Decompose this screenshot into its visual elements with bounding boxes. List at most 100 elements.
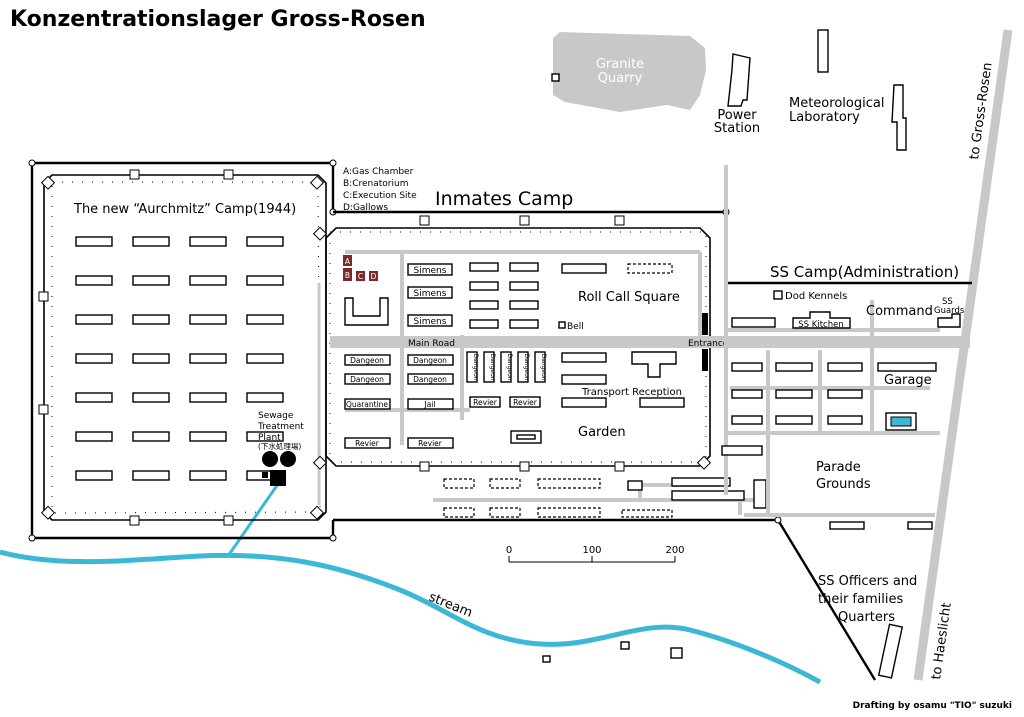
dangeon-vertical-building bbox=[500, 351, 512, 383]
tower-building bbox=[817, 29, 829, 73]
inmates-camp-south-wall bbox=[333, 518, 877, 681]
legend-item-b: B:Crenatorium bbox=[343, 179, 408, 189]
legend-item-c: C:Execution Site bbox=[343, 191, 417, 201]
meteo-label-2: Laboratory bbox=[789, 110, 860, 125]
to-haeslicht-label: to Haeslicht bbox=[929, 602, 955, 681]
simens-buildings: Simens Simens Simens bbox=[407, 263, 453, 327]
new-camp-fence-dots bbox=[51, 181, 321, 514]
quarters-label-2: their families bbox=[818, 592, 903, 607]
revier-label-4: Revier bbox=[513, 398, 538, 407]
barrack bbox=[75, 431, 113, 442]
barrack bbox=[246, 392, 284, 403]
inmates-camp-label: Inmates Camp bbox=[435, 188, 573, 210]
dangeon-vertical-label: Dangeon bbox=[472, 353, 479, 380]
watchtowers-inmates-camp bbox=[312, 215, 712, 472]
ss-camp-label: SS Camp(Administration) bbox=[770, 263, 959, 281]
quarters-label-1: SS Officers and bbox=[818, 574, 917, 589]
quarantine-label: Quarantine bbox=[346, 400, 388, 409]
dangeon-left-label-1: Dangeon bbox=[350, 356, 384, 365]
parade-grounds-label-1: Parade bbox=[816, 460, 861, 475]
ss-kitchen-building bbox=[792, 311, 851, 329]
sewage-label-jp: (下水処理場) bbox=[258, 441, 301, 451]
new-camp-inner-fence bbox=[43, 174, 327, 521]
stream bbox=[0, 549, 822, 685]
marker-c: C bbox=[358, 272, 363, 281]
dangeon-vertical-building bbox=[517, 351, 529, 383]
ss-building bbox=[731, 317, 776, 328]
corner-node bbox=[28, 159, 36, 167]
simens-label-1: Simens bbox=[414, 266, 447, 276]
scale-tick-0: 0 bbox=[506, 545, 512, 556]
barrack bbox=[189, 431, 227, 442]
barrack bbox=[246, 275, 284, 286]
quarry-label-1: Granite bbox=[596, 57, 644, 72]
infirmary-buildings: Quarantine Jail Revier Revier Revier Rev… bbox=[344, 396, 541, 449]
marker-b: B bbox=[345, 271, 350, 280]
revier-label-2: Revier bbox=[418, 439, 443, 448]
jail-label: Jail bbox=[424, 400, 436, 409]
simens-label-2: Simens bbox=[414, 289, 447, 299]
barrack bbox=[189, 470, 227, 481]
dangeon-buildings-left: Dangeon Dangeon Dangeon Dangeon bbox=[344, 354, 454, 385]
power-station-building bbox=[727, 53, 751, 107]
barrack bbox=[75, 392, 113, 403]
barrack bbox=[132, 392, 170, 403]
barrack bbox=[246, 353, 284, 364]
barrack bbox=[132, 314, 170, 325]
scale-bar: 0 100 200 bbox=[506, 545, 685, 563]
legend-item-a: A:Gas Chamber bbox=[343, 167, 414, 177]
dog-kennel-building bbox=[773, 290, 783, 300]
barrack bbox=[75, 353, 113, 364]
ss-guards-building bbox=[937, 313, 961, 328]
credit-label: Drafting by osamu "TIO" suzuki bbox=[853, 701, 1012, 711]
dangeon-vertical-building bbox=[483, 351, 495, 383]
dangeon-left-label-2: Dangeon bbox=[350, 375, 384, 384]
corner-node bbox=[28, 534, 36, 542]
sewage-label-2: Treatment bbox=[257, 422, 304, 432]
main-road-label: Main Road bbox=[408, 339, 455, 349]
dog-kennels-label: Dod Kennels bbox=[785, 291, 847, 302]
barrack bbox=[189, 236, 227, 247]
barrack bbox=[246, 236, 284, 247]
barrack bbox=[75, 275, 113, 286]
barrack bbox=[132, 236, 170, 247]
barrack bbox=[246, 431, 284, 442]
entrance-label: Entrance bbox=[688, 339, 729, 349]
new-camp-wall bbox=[30, 161, 335, 540]
barrack bbox=[75, 470, 113, 481]
legend: A:Gas Chamber B:Crenatorium C:Execution … bbox=[343, 167, 417, 213]
map-title: Konzentrationslager Gross-Rosen bbox=[10, 7, 426, 32]
hut-3 bbox=[670, 647, 683, 659]
ss-guards-label-2: Guards bbox=[934, 306, 965, 316]
road-to-gross-rosen bbox=[913, 29, 1013, 681]
corner-node bbox=[329, 159, 337, 167]
garden-label: Garden bbox=[578, 425, 626, 440]
new-camp-barracks bbox=[75, 236, 284, 481]
power-station-label-1: Power bbox=[717, 108, 757, 123]
barrack bbox=[75, 236, 113, 247]
dangeon-vertical-label: Dangeon bbox=[523, 353, 530, 380]
legend-item-d: D:Gallows bbox=[343, 203, 388, 213]
south-area-buildings bbox=[443, 477, 767, 518]
sewage-annex bbox=[262, 472, 268, 478]
bell-label: Bell bbox=[567, 322, 584, 332]
barrack bbox=[246, 314, 284, 325]
scale-tick-200: 200 bbox=[665, 545, 684, 556]
entrance-gate-north bbox=[702, 313, 708, 335]
quarters-label-3: Quarters bbox=[838, 610, 895, 625]
entrance-gate-south bbox=[702, 349, 708, 371]
sewage-label-3: Plant bbox=[258, 433, 281, 443]
inmates-barracks-top bbox=[469, 262, 673, 329]
barrack bbox=[132, 431, 170, 442]
meteo-label-1: Meteorological bbox=[789, 96, 884, 111]
meteorological-laboratory-building bbox=[891, 84, 907, 151]
barrack bbox=[189, 314, 227, 325]
pool bbox=[890, 416, 912, 427]
roll-call-square-label: Roll Call Square bbox=[578, 290, 680, 305]
inmates-camp-fence-dots bbox=[329, 231, 707, 463]
parade-grounds-label-2: Grounds bbox=[816, 477, 871, 492]
garage-label: Garage bbox=[884, 373, 932, 388]
dangeon-vertical-label: Dangeon bbox=[489, 353, 496, 380]
